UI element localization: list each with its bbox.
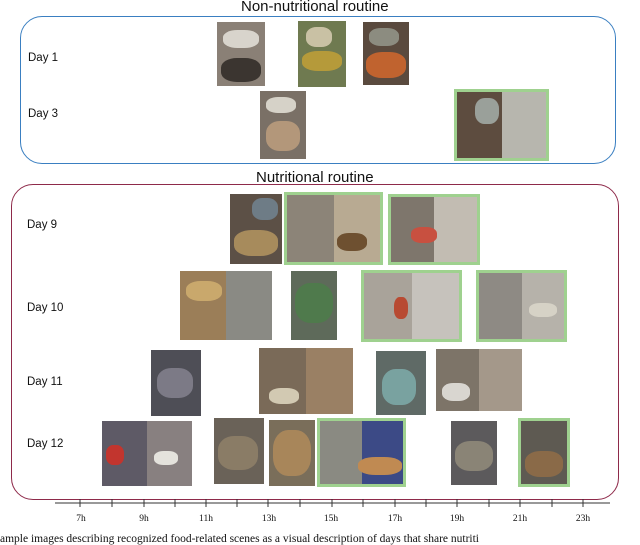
scene-photo	[363, 22, 409, 85]
day-label-9: Day 9	[27, 219, 58, 231]
scene-photo	[214, 418, 264, 484]
scene-photo	[151, 350, 201, 416]
axis-tick-label: 17h	[387, 514, 403, 524]
day-label-11: Day 11	[27, 376, 63, 388]
axis-tick-label: 9h	[139, 514, 149, 524]
panel-title-nutritional: Nutritional routine	[256, 169, 374, 186]
scene-photo	[230, 194, 282, 264]
scene-photo-highlighted	[317, 418, 406, 487]
axis-tick-label: 13h	[261, 514, 277, 524]
panel-title-non-nutritional: Non-nutritional routine	[241, 0, 389, 15]
axis-tick-label: 7h	[76, 514, 86, 524]
day-label-3: Day 3	[28, 108, 59, 120]
scene-photo	[259, 348, 353, 414]
scene-photo-highlighted	[388, 194, 480, 265]
day-label-12: Day 12	[27, 438, 64, 450]
axis-tick-label: 23h	[575, 514, 591, 524]
axis-tick-label: 19h	[449, 514, 465, 524]
scene-photo	[217, 22, 265, 86]
scene-photo-highlighted	[476, 270, 567, 342]
scene-photo	[376, 351, 426, 415]
axis-tick-label: 11h	[199, 514, 213, 524]
axis-tick-label: 15h	[323, 514, 339, 524]
panel-nutritional	[11, 184, 619, 500]
scene-photo	[260, 91, 306, 159]
scene-photo	[436, 349, 522, 411]
scene-photo	[102, 421, 192, 486]
scene-photo	[451, 421, 497, 485]
scene-photo-highlighted	[454, 89, 549, 161]
scene-photo-highlighted	[518, 418, 570, 487]
day-label-10: Day 10	[27, 302, 64, 314]
panel-non-nutritional	[20, 16, 616, 164]
scene-photo-highlighted	[284, 192, 383, 265]
scene-photo	[291, 271, 337, 340]
figure-caption: ample images describing recognized food-…	[0, 533, 480, 545]
day-label-1: Day 1	[28, 52, 59, 64]
axis-tick-label: 21h	[512, 514, 528, 524]
scene-photo-highlighted	[361, 270, 462, 342]
scene-photo	[269, 420, 315, 486]
scene-photo	[298, 21, 346, 87]
scene-photo	[180, 271, 272, 340]
